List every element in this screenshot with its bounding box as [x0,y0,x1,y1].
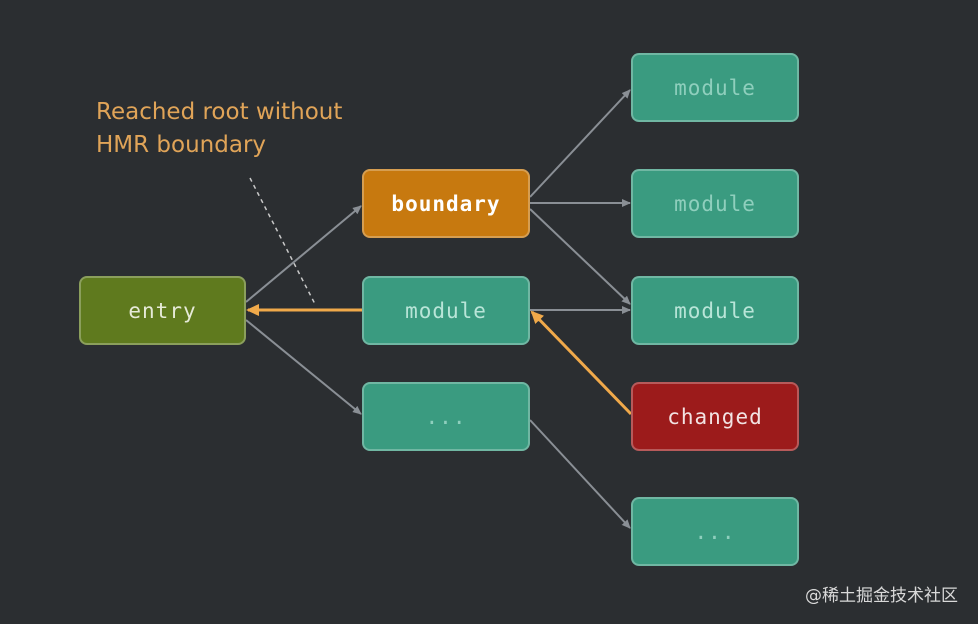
node-entry-label: entry [128,298,197,323]
annotation-line-1: Reached root without [96,99,343,125]
edge-changed-to-module [530,310,633,416]
node-changed: changed [631,382,799,451]
annotation-pointer-line [249,177,317,307]
node-changed-label: changed [667,404,763,429]
edge-ellipsis-to-ellipsis-bottom [529,419,631,529]
edge-entry-to-ellipsis [245,319,362,415]
watermark: @稀土掘金技术社区 [805,586,958,606]
annotation-line-2: HMR boundary [96,132,267,158]
node-module-second-label: module [674,191,756,216]
node-module-second: module [631,169,799,238]
node-ellipsis-bottom: ... [631,497,799,566]
node-module-top: module [631,53,799,122]
node-ellipsis-mid: ... [362,382,530,451]
edge-entry-to-boundary [245,205,362,303]
node-ellipsis-bottom-label: ... [694,519,736,544]
node-boundary: boundary [362,169,530,238]
annotation-text: Reached root without HMR boundary [96,96,342,162]
node-module-mid: module [362,276,530,345]
node-module-mid-label: module [405,298,487,323]
node-entry: entry [79,276,246,345]
node-module-third-label: module [674,298,756,323]
node-module-third: module [631,276,799,345]
node-ellipsis-mid-label: ... [425,404,467,429]
node-module-top-label: module [674,75,756,100]
node-boundary-label: boundary [391,191,501,216]
edge-boundary-to-module-third [529,208,631,305]
edge-boundary-to-module-top [529,89,631,198]
